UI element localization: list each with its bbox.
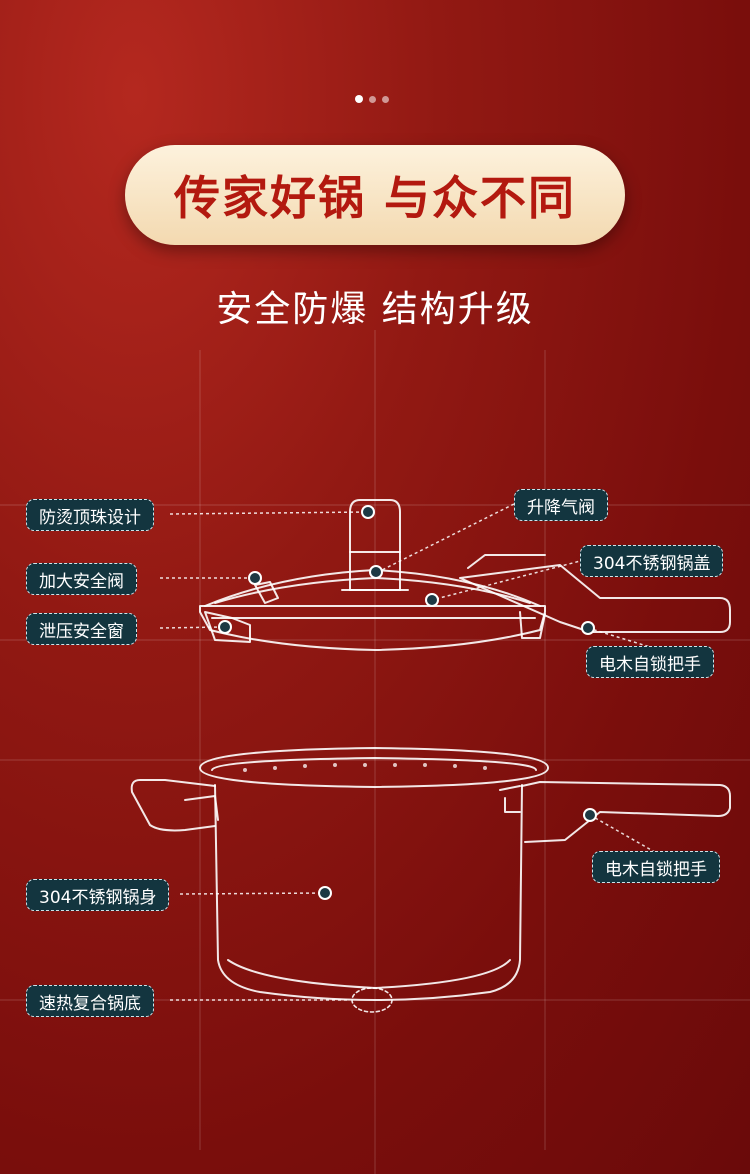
label-body-material: 304不锈钢锅身 — [26, 879, 170, 911]
marker-valve — [369, 565, 383, 579]
marker-body — [318, 886, 332, 900]
label-body-handle: 电木自锁把手 — [592, 851, 720, 883]
marker-safety-valve — [248, 571, 262, 585]
marker-lid — [425, 593, 439, 607]
carousel-indicator[interactable] — [355, 95, 389, 103]
label-base: 速热复合锅底 — [26, 985, 154, 1017]
leader-lines — [159, 503, 661, 1001]
marker-knob — [361, 505, 375, 519]
callout-markers — [218, 505, 597, 900]
lid-outline — [199, 499, 731, 651]
label-release-window: 泄压安全窗 — [26, 613, 137, 645]
label-pressure-valve: 升降气阀 — [514, 489, 608, 521]
label-safety-valve: 加大安全阀 — [26, 563, 137, 595]
pot-body-outline — [130, 747, 731, 1013]
carousel-dot[interactable] — [382, 96, 389, 103]
marker-lid-handle — [581, 621, 595, 635]
headline-banner: 传家好锅 与众不同 — [125, 145, 625, 245]
label-lid-handle: 电木自锁把手 — [586, 646, 714, 678]
label-top-knob: 防烫顶珠设计 — [26, 499, 154, 531]
marker-window — [218, 620, 232, 634]
carousel-dot-active[interactable] — [355, 95, 363, 103]
label-lid-material: 304不锈钢锅盖 — [580, 545, 724, 577]
subheadline: 安全防爆 结构升级 — [216, 289, 534, 330]
carousel-dot[interactable] — [369, 96, 376, 103]
headline: 传家好锅 与众不同 — [173, 171, 576, 225]
marker-body-handle — [583, 808, 597, 822]
